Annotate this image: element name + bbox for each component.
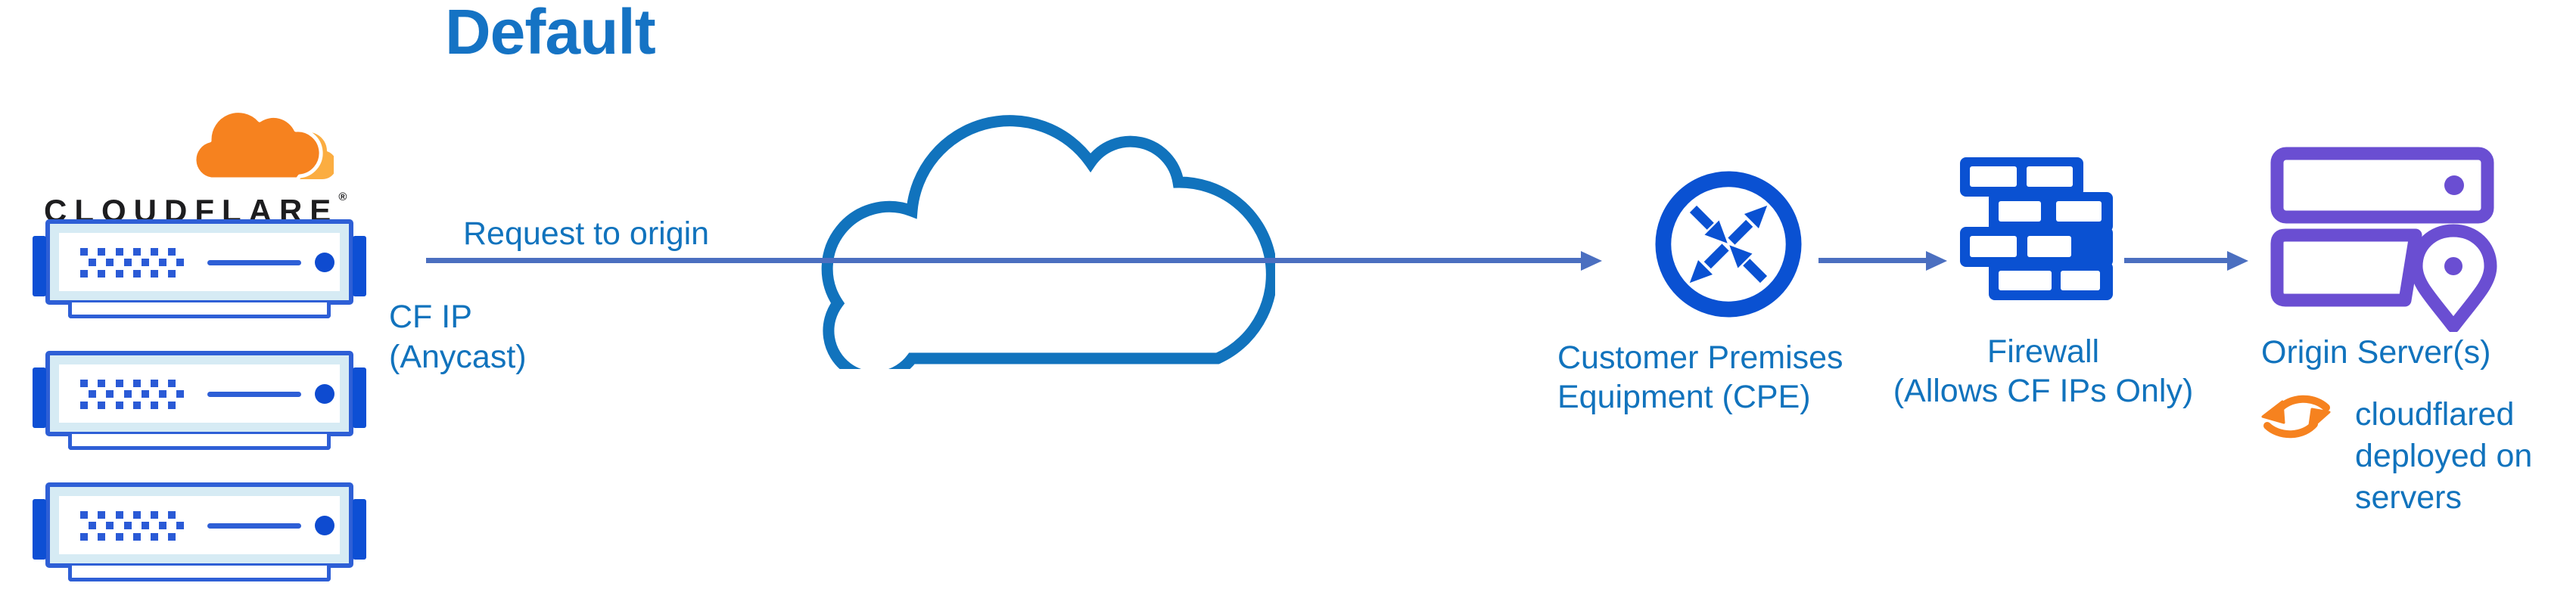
firewall-label-line2: (Allows CF IPs Only) [1893,373,2194,409]
arrowhead-to-firewall-icon [1926,251,1947,271]
cf-ip-label-line2: (Anycast) [389,339,527,375]
connector-firewall-origin-line [2124,258,2227,263]
server-base [68,434,331,450]
cpe-router-icon [1655,171,1802,318]
cloudflared-note-line2: deployed on [2355,438,2533,474]
server-right-tab [353,367,366,428]
origin-label: Origin Server(s) [2261,334,2491,371]
cloudflared-note-line1: cloudflared [2355,396,2515,433]
server-led [315,516,334,535]
cloudflare-edge-server-3 [33,482,366,581]
server-vents-icon [80,248,184,278]
server-slot-line [207,523,301,529]
arrowhead-to-cpe-icon [1581,251,1602,271]
server-slot-line [207,392,301,397]
server-left-tab [33,367,46,428]
cpe-label-line2: Equipment (CPE) [1557,379,1811,415]
registered-trademark: ® [338,191,347,203]
server-base [68,566,331,581]
cpe-label: Customer Premises Equipment (CPE) [1557,338,1843,417]
firewall-icon [1960,157,2113,300]
request-to-origin-label: Request to origin [463,216,710,252]
server-led [315,253,334,272]
server-vents-icon [80,380,184,409]
cf-ip-label-line1: CF IP [389,299,472,335]
server-led [315,384,334,404]
server-left-tab [33,499,46,560]
cloudflared-note: cloudflared deployed on servers [2355,394,2532,519]
diagram-title: Default [445,0,656,67]
cloudflared-note-line3: servers [2355,479,2462,516]
connector-request-line [426,258,1581,263]
internet-cloud-icon [821,115,1275,369]
server-slot-line [207,260,301,265]
firewall-label: Firewall (Allows CF IPs Only) [1862,332,2225,411]
server-right-tab [353,236,366,296]
firewall-label-line1: Firewall [1986,333,2100,370]
connector-cpe-firewall-line [1818,258,1926,263]
cpe-label-line1: Customer Premises [1557,340,1843,376]
server-vents-icon [80,511,184,541]
server-left-tab [33,236,46,296]
cloudflare-edge-server-2 [33,351,366,450]
server-right-tab [353,499,366,560]
origin-servers-icon [2270,147,2497,332]
sync-icon [2261,395,2331,439]
location-pin-icon [2410,224,2497,332]
cf-ip-anycast-label: CF IP (Anycast) [389,297,527,377]
cloudflare-edge-server-1 [33,219,366,318]
server-base [68,302,331,318]
cloudflare-logo-cloud-icon [193,111,334,181]
arrowhead-to-origin-icon [2227,251,2248,271]
